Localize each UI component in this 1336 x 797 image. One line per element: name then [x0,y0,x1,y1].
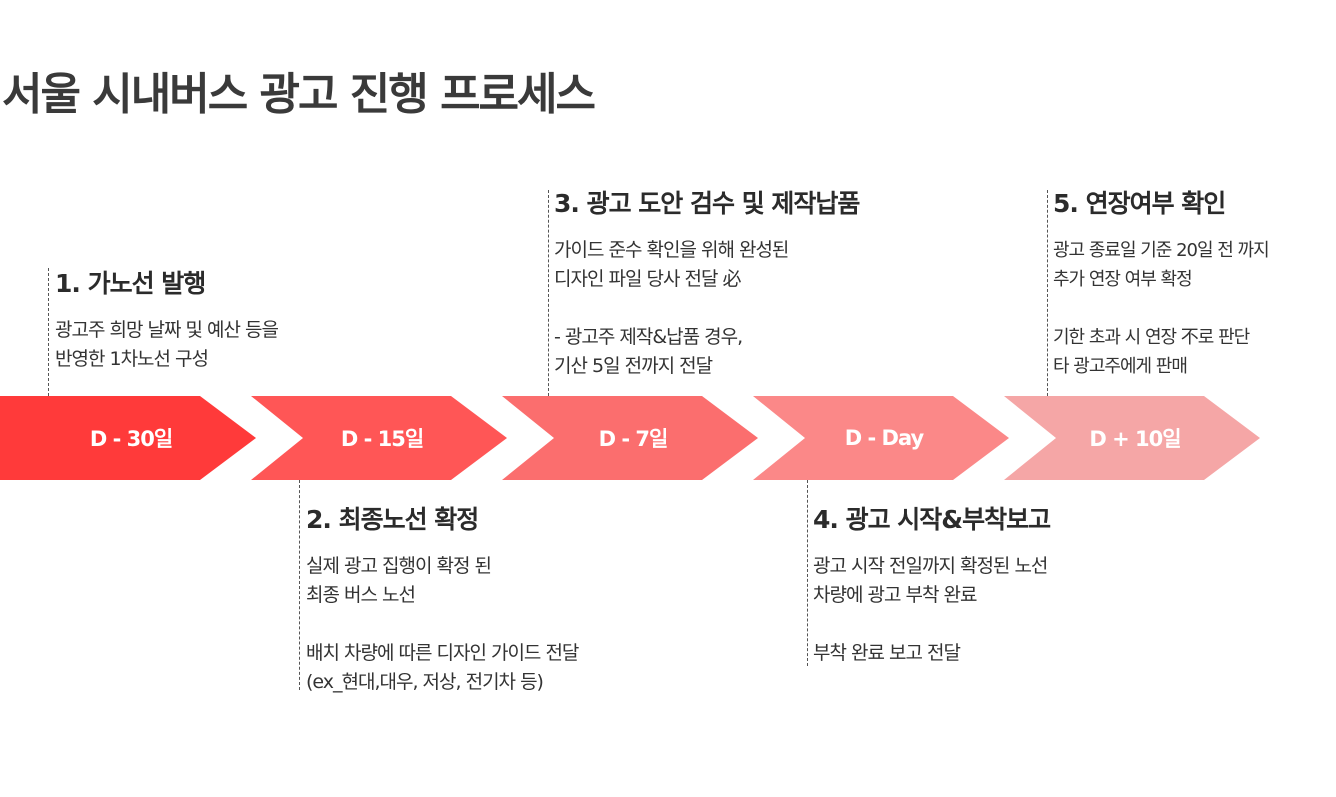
step-line-spacer [554,294,859,323]
step-line: 부착 완료 보고 전달 [813,642,961,664]
step-1: 1. 가노선 발행 광고주 희망 날짜 및 예산 등을 반영한 1차노선 구성 [55,266,279,374]
step-desc-4: 광고 시작 전일까지 확정된 노선 차량에 광고 부착 완료 부착 완료 보고 … [813,552,1050,668]
connector-line-4 [807,480,808,666]
step-title-5: 5. 연장여부 확인 [1053,189,1226,218]
step-line: (ex_현대,대우, 저상, 전기차 등) [306,671,544,693]
stage-chevron-4: D - Day [753,396,1009,480]
step-desc-3: 가이드 준수 확인을 위해 완성된 디자인 파일 당사 전달 必 - 광고주 제… [554,236,859,381]
step-desc-1: 광고주 희망 날짜 및 예산 등을 반영한 1차노선 구성 [55,316,279,374]
step-line: 디자인 파일 당사 전달 必 [554,268,741,290]
step-line: 차량에 광고 부착 완료 [813,584,977,606]
connector-line-3 [548,190,549,396]
step-line: 실제 광고 집행이 확정 된 [306,555,492,577]
step-line: 반영한 1차노선 구성 [55,348,209,370]
step-line: - 광고주 제작&납품 경우, [554,326,743,348]
step-3: 3. 광고 도안 검수 및 제작납품 가이드 준수 확인을 위해 완성된 디자인… [554,186,860,381]
stage-label-4: D - Day [844,426,924,450]
stage-chevron-2: D - 15일 [251,396,507,480]
step-5: 5. 연장여부 확인 광고 종료일 기준 20일 전 까지 추가 연장 여부 확… [1053,186,1270,381]
step-line: 광고 시작 전일까지 확정된 노선 [813,555,1048,577]
step-line: 타 광고주에게 판매 [1053,356,1188,377]
timeline: D - 30일 D - 15일 D - 7일 D - Day D + 10일 [0,396,1336,480]
step-line-spacer [1053,294,1269,323]
stage-label-2: D - 15일 [340,427,424,451]
stage-label-5: D + 10일 [1089,427,1181,451]
step-title-3: 3. 광고 도안 검수 및 제작납품 [554,189,860,218]
step-line: 광고 종료일 기준 20일 전 까지 [1053,240,1270,261]
step-line: 추가 연장 여부 확정 [1053,269,1193,290]
step-title-4: 4. 광고 시작&부착보고 [813,505,1051,534]
step-line: 최종 버스 노선 [306,584,416,606]
stage-chevron-5: D + 10일 [1004,396,1260,480]
step-line: 광고주 희망 날짜 및 예산 등을 [55,319,279,341]
connector-line-5 [1047,190,1048,396]
connector-line-2 [299,480,300,690]
step-title-1: 1. 가노선 발행 [55,269,206,298]
stage-chevron-3: D - 7일 [502,396,758,480]
step-desc-2: 실제 광고 집행이 확정 된 최종 버스 노선 배치 차량에 따른 디자인 가이… [306,552,579,697]
stage-chevron-1: D - 30일 [0,396,256,480]
stage-label-1: D - 30일 [89,427,173,451]
step-desc-5: 광고 종료일 기준 20일 전 까지 추가 연장 여부 확정 기한 초과 시 연… [1053,236,1270,381]
step-line: 배치 차량에 따른 디자인 가이드 전달 [306,642,579,664]
step-line-spacer [306,610,578,639]
step-4: 4. 광고 시작&부착보고 광고 시작 전일까지 확정된 노선 차량에 광고 부… [813,502,1051,668]
step-line-spacer [813,610,1050,639]
step-line: 기한 초과 시 연장 不로 판단 [1053,327,1250,348]
step-title-2: 2. 최종노선 확정 [306,505,479,534]
connector-line-1 [48,268,49,396]
step-line: 기산 5일 전까지 전달 [554,355,713,377]
stage-label-3: D - 7일 [598,427,669,451]
step-line: 가이드 준수 확인을 위해 완성된 [554,239,789,261]
step-2: 2. 최종노선 확정 실제 광고 집행이 확정 된 최종 버스 노선 배치 차량… [306,502,579,697]
page-title: 서울 시내버스 광고 진행 프로세스 [2,69,596,120]
